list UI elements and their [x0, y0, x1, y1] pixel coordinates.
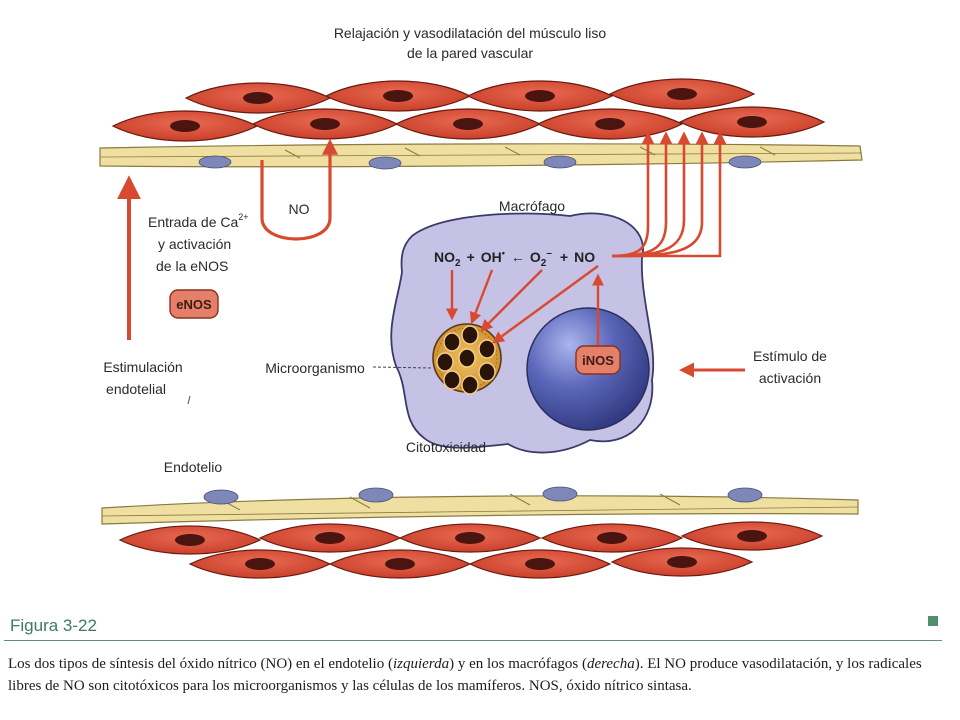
smooth-muscle-cell	[680, 521, 824, 551]
muscle-nucleus	[243, 92, 273, 104]
smooth-muscle-cell	[184, 82, 332, 114]
smooth-muscle-cell	[251, 108, 399, 140]
muscle-nucleus	[667, 88, 697, 100]
microorganismo-label: Microorganismo	[265, 360, 365, 376]
figure-header: Figura 3-22	[4, 612, 942, 642]
reaction-equation: NO2+OH•←O2–+NO	[434, 248, 595, 269]
muscle-nucleus	[383, 90, 413, 102]
entrada-label-line2: y activación	[158, 236, 231, 252]
nitric-oxide-diagram: eNOS iNOS Relajación y vasodilatación de…	[99, 25, 863, 579]
bottom-endothelium	[101, 486, 859, 525]
bacterium	[478, 362, 496, 382]
smooth-muscle-cell	[324, 80, 472, 112]
smooth-muscle-cell	[466, 80, 614, 112]
citotoxicidad-label: Citotoxicidad	[406, 439, 486, 455]
arrows	[117, 131, 745, 378]
endothelial-nucleus	[727, 487, 763, 503]
smooth-muscle-cell	[394, 108, 542, 140]
smooth-muscle-cell	[610, 547, 754, 577]
smooth-muscle-cell	[536, 108, 684, 140]
radical-arrows	[446, 265, 599, 344]
endothelial-nucleus	[368, 156, 402, 170]
enos-label: eNOS	[176, 297, 212, 312]
muscle-nucleus	[170, 120, 200, 132]
smooth-muscle-cell	[188, 549, 332, 579]
estimulo-label-line2: activación	[759, 370, 821, 386]
smooth-muscle-cell	[118, 525, 262, 555]
smooth-muscle-cell	[608, 78, 756, 110]
estimulacion-label-line2: endotelial	[106, 381, 166, 397]
muscle-nucleus	[455, 532, 485, 544]
header-rule	[4, 640, 942, 641]
enos-badge: eNOS	[169, 289, 219, 319]
muscle-nucleus	[737, 116, 767, 128]
bacterium	[478, 339, 496, 359]
muscle-nucleus	[315, 532, 345, 544]
smooth-muscle-cell	[328, 549, 472, 579]
endotelio-label: Endotelio	[164, 459, 223, 475]
top-endothelium	[99, 143, 863, 170]
muscle-nucleus	[385, 558, 415, 570]
endothelial-nucleus	[198, 155, 232, 169]
muscle-nucleus	[595, 118, 625, 130]
figure-number: Figura 3-22	[10, 616, 97, 635]
estimulo-label-line1: Estímulo de	[753, 348, 827, 364]
no-loop-arrow	[260, 138, 338, 241]
bacterium	[443, 332, 461, 352]
inos-label: iNOS	[582, 353, 614, 368]
entrada-label-line3: de la eNOS	[156, 258, 228, 274]
inos-badge: iNOS	[575, 345, 621, 375]
muscle-nucleus	[453, 118, 483, 130]
no-label-left: NO	[289, 201, 310, 217]
muscle-nucleus	[737, 530, 767, 542]
muscle-nucleus	[525, 90, 555, 102]
header-square-icon	[928, 616, 938, 626]
stray-mark	[187, 395, 191, 405]
top-title-line1: Relajación y vasodilatación del músculo …	[334, 25, 607, 41]
endothelial-nucleus	[728, 155, 762, 169]
smooth-muscle-cell	[258, 523, 402, 553]
bacterium	[458, 348, 476, 368]
smooth-muscle-cell	[111, 110, 259, 142]
bacterium	[436, 352, 454, 372]
smooth-muscle-cell	[468, 549, 612, 579]
muscle-nucleus	[310, 118, 340, 130]
microorganism-phagosome	[432, 323, 502, 395]
muscle-nucleus	[245, 558, 275, 570]
top-title-line2: de la pared vascular	[407, 45, 533, 61]
endothelial-nucleus	[203, 489, 239, 505]
endothelial-nucleus	[358, 487, 394, 503]
figure-caption: Los dos tipos de síntesis del óxido nítr…	[8, 656, 922, 694]
smooth-muscle-cell	[678, 106, 826, 138]
bottom-smooth-muscle-layer	[118, 521, 824, 579]
endothelial-nucleus	[543, 155, 577, 169]
bacterium	[461, 325, 479, 345]
bacterium	[461, 375, 479, 395]
macrophage-no-arrows	[611, 131, 727, 258]
muscle-nucleus	[597, 532, 627, 544]
estimulacion-label-line1: Estimulación	[103, 359, 182, 375]
bacterium	[443, 370, 461, 390]
muscle-nucleus	[667, 556, 697, 568]
entrada-label-line1: Entrada de Ca2+	[148, 212, 249, 230]
smooth-muscle-cell	[398, 523, 542, 553]
endothelial-nucleus	[542, 486, 578, 502]
smooth-muscle-cell	[540, 523, 684, 553]
top-smooth-muscle-layer	[111, 78, 826, 142]
macrofago-label: Macrófago	[499, 198, 565, 214]
muscle-nucleus	[525, 558, 555, 570]
muscle-nucleus	[175, 534, 205, 546]
